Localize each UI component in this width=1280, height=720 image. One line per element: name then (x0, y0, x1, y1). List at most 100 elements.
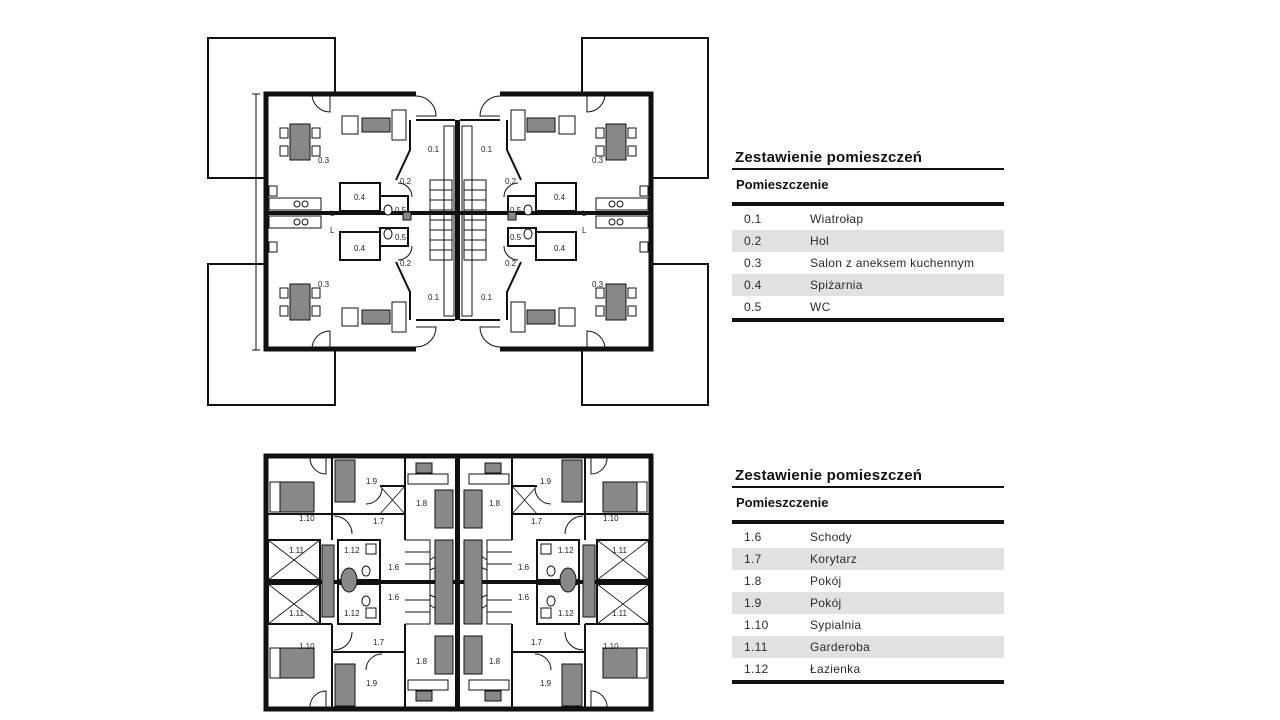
room-label: 1.8 (489, 657, 501, 666)
room-label: 0.1 (428, 145, 440, 154)
room-label: 1.9 (540, 679, 552, 688)
room-label: 0.3 (592, 280, 604, 289)
room-label: 1.9 (366, 679, 378, 688)
outer-walls (263, 91, 654, 352)
room-label: 0.5 (510, 206, 522, 215)
room-label: 1.10 (299, 514, 315, 523)
room-label: 1.10 (299, 642, 315, 651)
room-label: 1.12 (344, 609, 360, 618)
room-number: 1.8 (744, 574, 762, 588)
rule (732, 520, 1004, 524)
room-number: 1.12 (744, 662, 769, 676)
upper-door-swings (309, 457, 608, 708)
room-name: Sypialnia (810, 618, 862, 632)
room-schedule-upper: Zestawienie pomieszczeń Pomieszczenie 1.… (732, 466, 1004, 684)
furniture-ground (268, 109, 649, 333)
rule (732, 486, 1004, 488)
room-label: 1.8 (416, 499, 428, 508)
room-number: 1.10 (744, 618, 769, 632)
room-label: 1.6 (518, 563, 530, 572)
room-name: Wiatrołap (810, 212, 864, 226)
room-label: 0.4 (554, 193, 566, 202)
ground-room-labels: 0.3 0.3 0.3 0.3 0.1 0.1 0.1 0.1 0.2 0.2 … (318, 145, 604, 302)
rule (732, 202, 1004, 206)
dimension-line (252, 93, 260, 351)
room-name: Schody (810, 530, 852, 544)
room-label: 1.7 (531, 517, 543, 526)
room-name: Pokój (810, 574, 842, 588)
room-label: 1.12 (344, 546, 360, 555)
rule (732, 318, 1004, 322)
table-row: 0.3 Salon z aneksem kuchennym (732, 252, 1004, 274)
table-row: 0.4 Spiżarnia (732, 274, 1004, 296)
room-name: Łazienka (810, 662, 861, 676)
schedule-header: Pomieszczenie (736, 495, 829, 510)
schedule-header: Pomieszczenie (736, 177, 829, 192)
room-label: L (330, 209, 335, 218)
room-label: L (582, 226, 587, 235)
room-label: 0.3 (318, 280, 330, 289)
room-label: 0.2 (400, 177, 412, 186)
room-label: 1.6 (518, 593, 530, 602)
table-row: 1.7 Korytarz (732, 548, 1004, 570)
furniture-upper (269, 459, 648, 707)
room-number: 1.11 (744, 640, 768, 654)
schedule-title: Zestawienie pomieszczeń (735, 149, 923, 166)
room-number: 1.7 (744, 552, 762, 566)
room-label: 0.2 (505, 259, 517, 268)
room-number: 0.4 (744, 278, 762, 292)
room-number: 0.2 (744, 234, 762, 248)
room-number: 1.9 (744, 596, 762, 610)
room-label: 0.4 (354, 244, 366, 253)
room-label: 0.2 (400, 259, 412, 268)
schedule-title: Zestawienie pomieszczeń (735, 467, 923, 484)
room-label: 0.5 (395, 206, 407, 215)
unit-divider-wall (266, 211, 651, 215)
room-label: 1.8 (489, 499, 501, 508)
table-row: 0.1 Wiatrołap (732, 208, 1004, 230)
room-label: 1.10 (603, 514, 619, 523)
room-name: Spiżarnia (810, 278, 863, 292)
room-label: 0.2 (505, 177, 517, 186)
room-label: 0.5 (395, 233, 407, 242)
room-label: 1.7 (373, 638, 385, 647)
room-number: 0.1 (744, 212, 762, 226)
table-row: 1.6 Schody (732, 526, 1004, 548)
table-row: 1.12 Łazienka (732, 658, 1004, 680)
upper-floor-plan: 1.9 1.9 1.9 1.9 1.8 1.8 1.8 1.8 1.10 1.1… (263, 453, 654, 712)
room-label: 0.5 (510, 233, 522, 242)
room-name: Hol (810, 234, 829, 248)
room-label: 1.12 (558, 609, 574, 618)
rule (732, 680, 1004, 684)
room-label: 0.3 (318, 156, 330, 165)
table-row: 1.10 Sypialnia (732, 614, 1004, 636)
party-wall (455, 120, 460, 320)
table-row: 1.8 Pokój (732, 570, 1004, 592)
stairs-ground (429, 125, 487, 317)
room-label: 1.7 (531, 638, 543, 647)
room-label: 1.9 (540, 477, 552, 486)
door-swings (311, 93, 606, 350)
room-label: 1.11 (612, 546, 628, 555)
table-row: 1.11 Garderoba (732, 636, 1004, 658)
room-label: 1.11 (612, 609, 628, 618)
room-number: 0.5 (744, 300, 762, 314)
room-number: 1.6 (744, 530, 762, 544)
room-label: 1.9 (366, 477, 378, 486)
ground-floor-plan: 0.3 0.3 0.3 0.3 0.1 0.1 0.1 0.1 0.2 0.2 … (207, 37, 709, 406)
room-label: L (330, 226, 335, 235)
room-number: 0.3 (744, 256, 762, 270)
room-label: 1.7 (373, 517, 385, 526)
room-label: 1.11 (289, 546, 305, 555)
room-name: Garderoba (810, 640, 871, 654)
room-label: L (582, 209, 587, 218)
room-schedule-ground: Zestawienie pomieszczeń Pomieszczenie 0.… (732, 148, 1004, 322)
room-label: 1.6 (388, 563, 400, 572)
room-label: 0.1 (481, 293, 493, 302)
room-label: 1.11 (289, 609, 305, 618)
room-name: Korytarz (810, 552, 858, 566)
room-name: Salon z aneksem kuchennym (810, 256, 975, 270)
wardrobe-hatching (267, 485, 650, 625)
